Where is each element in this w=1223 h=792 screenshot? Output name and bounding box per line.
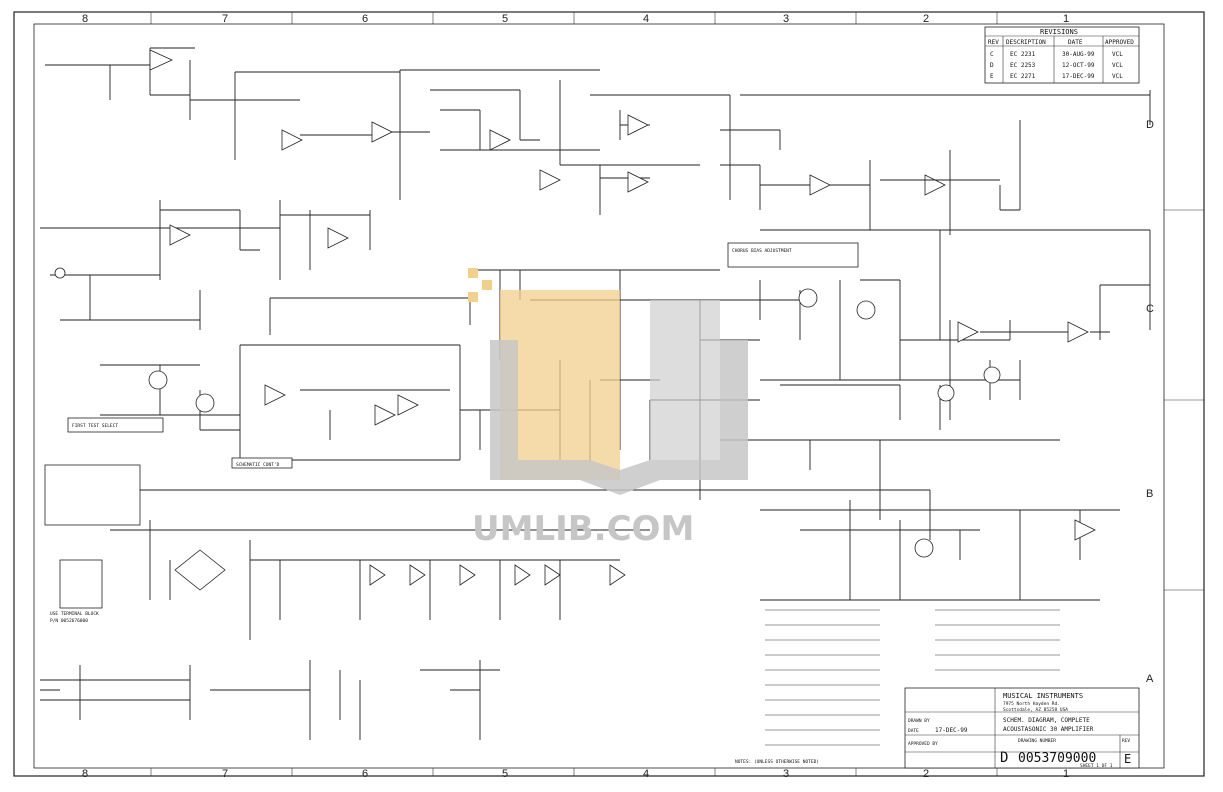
watermark: UMLIB.COM: [468, 268, 748, 549]
watermark-pixel-3: [468, 292, 478, 302]
zone-bottom-5: 5: [502, 768, 508, 780]
zone-bottom-4: 4: [643, 768, 649, 780]
zone-bottom-1: 1: [1063, 768, 1069, 780]
rev-row-2-desc: EC 2271: [1010, 73, 1036, 80]
zone-top-3: 3: [783, 13, 789, 25]
rev-value: E: [1124, 752, 1131, 766]
zone-top-6: 6: [362, 13, 368, 25]
sheet-count: SHEET 1 OF 1: [1080, 763, 1113, 769]
rev-row-1-rev: D: [990, 62, 994, 69]
date-label: DATE: [908, 728, 919, 734]
zone-bottom-8: 8: [82, 768, 88, 780]
rev-row-1-approved: VCL: [1112, 62, 1123, 69]
zone-ruler-bottom: 8 7 6 5 4 3 2 1: [82, 768, 1069, 780]
rev-row-0-approved: VCL: [1112, 51, 1123, 58]
zone-top-2: 2: [923, 13, 929, 25]
sheet-border: [13, 11, 1205, 777]
rev-row-0-desc: EC 2231: [1010, 51, 1036, 58]
watermark-pixel-1: [468, 268, 478, 278]
zone-top-4: 4: [643, 13, 649, 25]
zone-bottom-2: 2: [923, 768, 929, 780]
rev-row-0-rev: C: [990, 51, 994, 58]
approved-by-label: APPROVED BY: [908, 741, 938, 747]
rev-row-2-rev: E: [990, 73, 994, 80]
watermark-book-left: [500, 290, 620, 480]
notes-block: [765, 609, 1060, 746]
zone-top-8: 8: [82, 13, 88, 25]
drawing-size: D: [1000, 750, 1008, 766]
revisions-title: REVISIONS: [1040, 28, 1078, 36]
company-address-1: 7975 North Hayden Rd.: [1003, 701, 1060, 707]
first-test-label: FIRST TEST SELECT: [72, 423, 118, 429]
terminal-block-label: USE TERMINAL BLOCK: [50, 611, 99, 617]
zone-right-b: B: [1146, 488, 1153, 500]
rev-row-2-date: 17-DEC-99: [1062, 73, 1095, 80]
rev-row-0-date: 30-AUG-99: [1062, 51, 1095, 58]
zone-bottom-7: 7: [222, 768, 228, 780]
watermark-pixel-2: [482, 280, 492, 290]
drawing-title: SCHEM. DIAGRAM, COMPLETE: [1003, 717, 1090, 724]
chorus-bias-label: CHORUS BIAS ADJUSTMENT: [732, 248, 792, 254]
drawing-area-border: [33, 23, 1165, 769]
drawing-number: 0053709000: [1018, 751, 1096, 766]
rev-header-desc: DESCRIPTION: [1006, 39, 1046, 46]
drawing-subtitle: ACOUSTASONIC 30 AMPLIFIER: [1003, 726, 1094, 733]
schematic-contd-label: SCHEMATIC CONT'D: [236, 462, 280, 468]
company-address-2: Scottsdale, AZ 85258 USA: [1003, 707, 1068, 713]
zone-top-7: 7: [222, 13, 228, 25]
zone-top-5: 5: [502, 13, 508, 25]
part-number-label: P/N 0052676000: [50, 618, 88, 624]
revisions-table: REVISIONS REV DESCRIPTION DATE APPROVED …: [984, 26, 1140, 84]
drawing-number-label: DRAWING NUMBER: [1018, 738, 1056, 744]
zone-ruler-top: 8 7 6 5 4 3 2 1: [82, 12, 1069, 25]
date-value: 17-DEC-99: [935, 727, 968, 734]
rev-row-2-approved: VCL: [1112, 73, 1123, 80]
drawn-by-label: DRAWN BY: [908, 718, 930, 724]
rev-header-approved: APPROVED: [1105, 39, 1134, 46]
zone-bottom-6: 6: [362, 768, 368, 780]
zone-right-a: A: [1146, 673, 1154, 685]
watermark-text: UMLIB.COM: [472, 509, 694, 549]
rev-row-1-date: 12-OCT-99: [1062, 62, 1095, 69]
zone-ruler-right: D C B A: [1146, 119, 1204, 685]
zone-bottom-3: 3: [783, 768, 789, 780]
zone-top-1: 1: [1063, 13, 1069, 25]
watermark-book-frame: [490, 340, 748, 495]
company-name: MUSICAL INSTRUMENTS: [1003, 692, 1083, 700]
notes-label: NOTES: (UNLESS OTHERWISE NOTED): [735, 759, 819, 765]
rev-label: REV: [1122, 738, 1130, 744]
watermark-book-right: [650, 300, 720, 460]
schematic-labels: CHORUS BIAS ADJUSTMENT FIRST TEST SELECT…: [50, 242, 859, 765]
rev-header-rev: REV: [988, 39, 999, 46]
rev-row-1-desc: EC 2253: [1010, 62, 1036, 69]
title-block: MUSICAL INSTRUMENTS 7975 North Hayden Rd…: [904, 687, 1140, 769]
rev-header-date: DATE: [1068, 39, 1083, 46]
